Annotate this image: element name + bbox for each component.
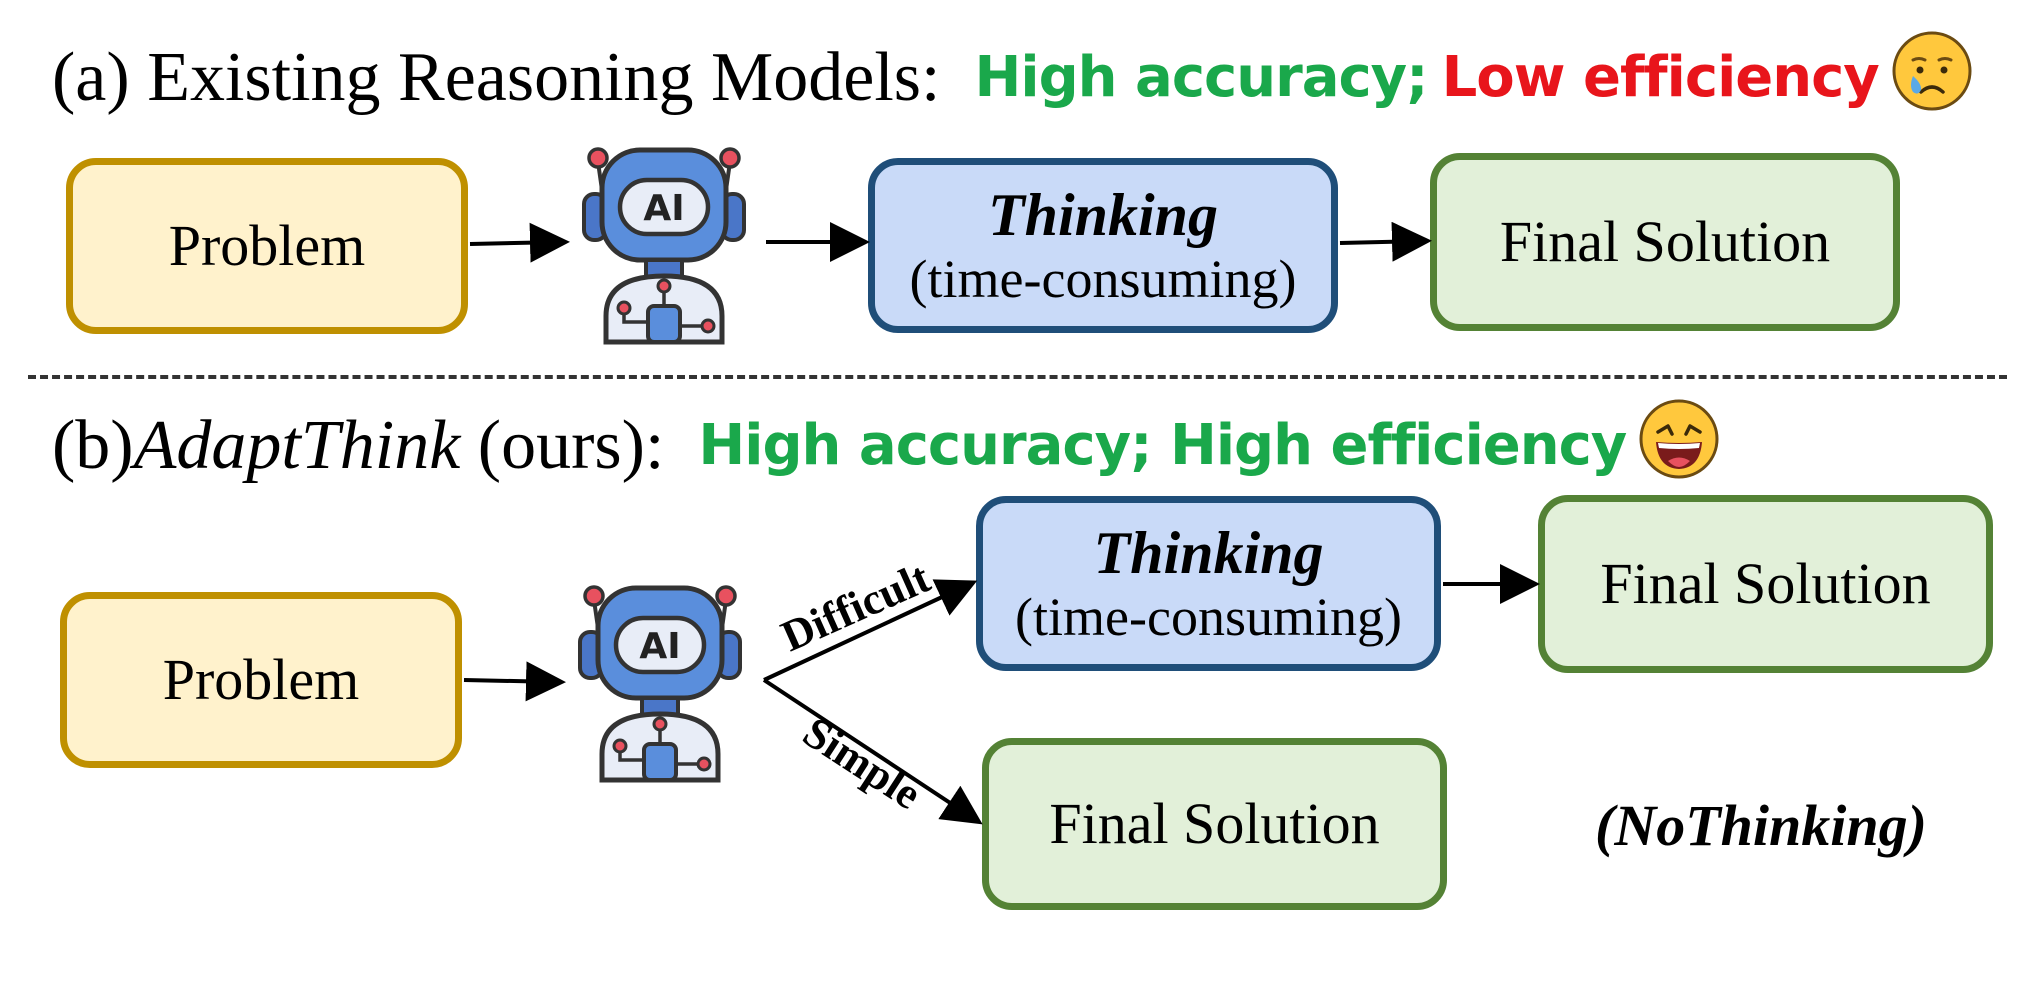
thinking-sub-a: (time-consuming) <box>909 248 1297 309</box>
section-a-headline: (a) Existing Reasoning Models: High accu… <box>52 30 1973 125</box>
final-solution-box-b-bottom: Final Solution <box>982 738 1447 910</box>
section-a-claim-bad: Low efficiency <box>1441 44 1880 110</box>
problem-box-a: Problem <box>66 158 468 334</box>
thinking-sub-b: (time-consuming) <box>1015 586 1402 647</box>
robot-badge-text: AI <box>639 626 680 667</box>
section-a-label: (a) Existing Reasoning Models: <box>52 38 941 116</box>
thinking-title-b: Thinking <box>1093 519 1324 586</box>
nothinking-label: (NoThinking) <box>1595 793 1927 858</box>
arrow-problem-to-robot-a <box>469 222 570 263</box>
section-a-claim-good: High accuracy; <box>974 44 1429 110</box>
thinking-title-a: Thinking <box>987 181 1219 248</box>
section-b-headline: (b) AdaptThink (ours): High accuracy; Hi… <box>52 398 1720 493</box>
arrow-branch-simple <box>762 678 983 825</box>
robot-icon: AI <box>580 587 740 780</box>
arrow-thinking-to-final-a <box>1339 221 1432 262</box>
robot-badge-text: AI <box>643 188 684 229</box>
branch-simple-label: Simple <box>795 707 930 819</box>
section-b-label-suffix: (ours): <box>460 406 665 484</box>
section-b-label-name: AdaptThink <box>133 406 461 484</box>
branch-difficult-label: Difficult <box>774 553 937 662</box>
problem-label-a: Problem <box>168 212 366 278</box>
grinning-face-icon <box>1638 398 1720 493</box>
section-divider <box>28 375 2007 379</box>
final-solution-label-b-top: Final Solution <box>1600 550 1931 616</box>
robot-icon: AI <box>584 149 744 342</box>
arrow-branch-difficult <box>763 579 978 682</box>
thinking-box-a: Thinking (time-consuming) <box>868 158 1338 333</box>
final-solution-box-b-top: Final Solution <box>1538 495 1993 673</box>
problem-box-b: Problem <box>60 592 462 768</box>
problem-label-b: Problem <box>162 646 360 712</box>
crying-face-icon <box>1891 30 1973 125</box>
thinking-box-b: Thinking (time-consuming) <box>976 496 1441 671</box>
final-solution-box-a: Final Solution <box>1430 153 1900 331</box>
arrow-problem-to-robot-b <box>463 661 566 702</box>
final-solution-label-a: Final Solution <box>1499 208 1831 274</box>
section-b-claim: High accuracy; High efficiency <box>698 412 1627 478</box>
section-b-label-prefix: (b) <box>52 406 134 484</box>
final-solution-label-b-bottom: Final Solution <box>1049 790 1380 856</box>
